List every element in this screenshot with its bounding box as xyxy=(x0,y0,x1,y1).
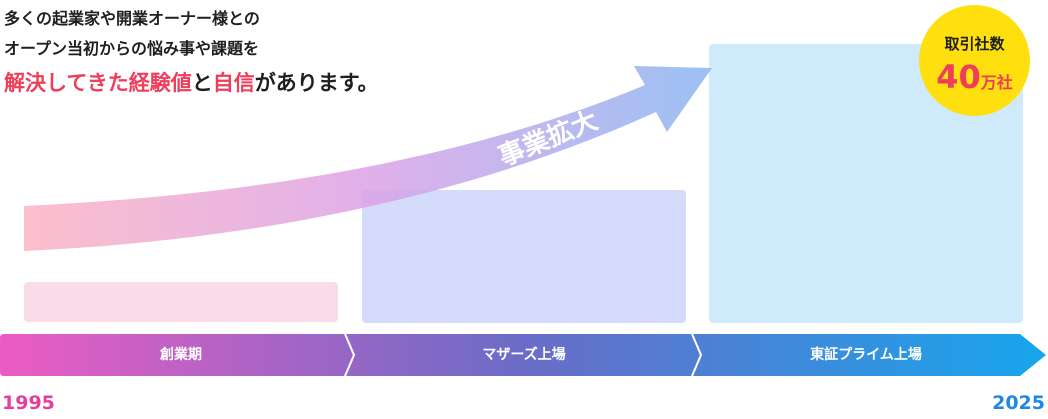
headline-line-3: 解決してきた経験値と自信があります。 xyxy=(4,66,379,100)
timeline-chevron-1 xyxy=(344,334,356,376)
headline-emphasis-confidence: 自信 xyxy=(212,71,255,95)
stage-label-mothers: マザーズ上場 xyxy=(482,347,566,363)
clients-count-label: 取引社数 xyxy=(944,35,1005,53)
growth-arrow-shape xyxy=(24,66,712,251)
clients-count-unit: 万社 xyxy=(980,73,1013,92)
stage-block-founding xyxy=(24,282,338,322)
growth-arrow: 事業拡大 xyxy=(24,66,712,251)
headline-ending: があります。 xyxy=(254,71,379,95)
stage-label-founding: 創業期 xyxy=(160,347,202,363)
growth-arrow-label: 事業拡大 xyxy=(494,106,602,173)
timeline-bar xyxy=(0,334,1046,376)
headline-line-1: 多くの起業家や開業オーナー様との xyxy=(4,9,260,28)
headline-connector: と xyxy=(191,71,213,95)
clients-count-number: 40 xyxy=(936,58,981,96)
clients-count-badge: 取引社数 40万社 xyxy=(919,5,1030,116)
timeline-chevron-2 xyxy=(691,334,703,376)
headline-line-2: オープン当初からの悩み事や課題を xyxy=(4,39,260,58)
headline: 多くの起業家や開業オーナー様との オープン当初からの悩み事や課題を 解決してきた… xyxy=(4,4,379,100)
headline-emphasis-experience: 解決してきた経験値 xyxy=(4,71,192,95)
timeline-arrow-shape xyxy=(0,334,1046,376)
year-start: 1995 xyxy=(2,392,55,414)
year-end: 2025 xyxy=(992,392,1045,414)
stage-label-prime: 東証プライム上場 xyxy=(810,347,922,363)
stage-block-mothers xyxy=(362,190,686,323)
clients-count-value: 40万社 xyxy=(919,60,1030,100)
